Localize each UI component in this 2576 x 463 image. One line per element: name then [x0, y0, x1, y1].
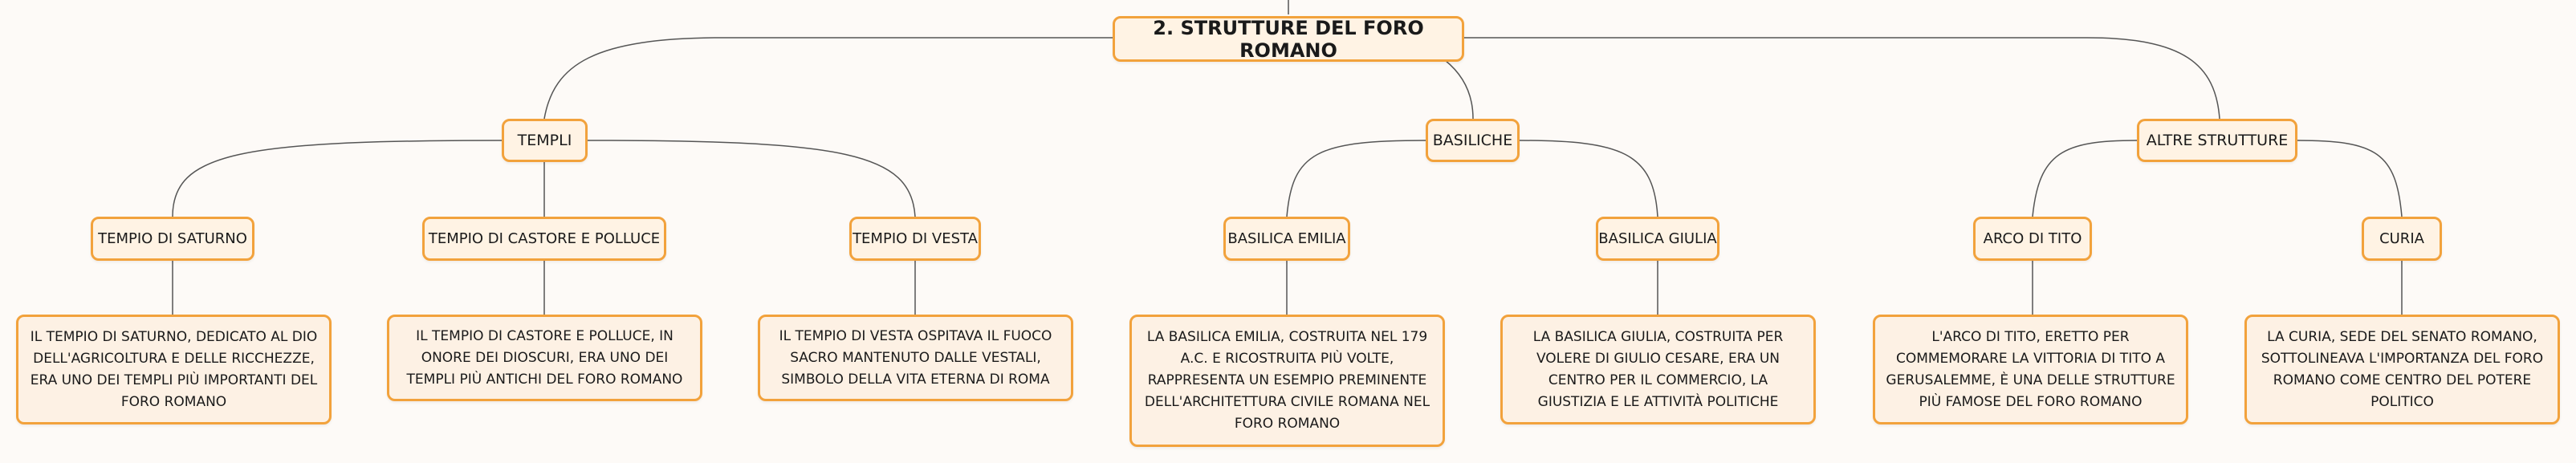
- node-templi[interactable]: TEMPLI: [502, 119, 588, 162]
- desc-arco-di-tito[interactable]: L'ARCO DI TITO, ERETTO PER COMMEMORARE L…: [1873, 315, 2188, 424]
- node-basilica-giulia[interactable]: BASILICA GIULIA: [1596, 217, 1719, 261]
- arco-di-tito-label: ARCO DI TITO: [1983, 230, 2082, 247]
- node-tempio-di-saturno[interactable]: TEMPIO DI SATURNO: [91, 217, 254, 261]
- desc-tempio-di-vesta-text: IL TEMPIO DI VESTA OSPITAVA IL FUOCO SAC…: [779, 327, 1052, 388]
- desc-tempio-di-castore-text: IL TEMPIO DI CASTORE E POLLUCE, IN ONORE…: [406, 327, 683, 388]
- node-arco-di-tito[interactable]: ARCO DI TITO: [1973, 217, 2092, 261]
- root-node[interactable]: 2. STRUTTURE DEL FORO ROMANO: [1113, 16, 1464, 62]
- desc-tempio-di-castore[interactable]: IL TEMPIO DI CASTORE E POLLUCE, IN ONORE…: [387, 315, 702, 401]
- desc-curia-text: LA CURIA, SEDE DEL SENATO ROMANO, SOTTOL…: [2261, 328, 2544, 410]
- desc-arco-di-tito-text: L'ARCO DI TITO, ERETTO PER COMMEMORARE L…: [1886, 328, 2175, 410]
- node-basiliche[interactable]: BASILICHE: [1426, 119, 1520, 162]
- desc-tempio-di-vesta[interactable]: IL TEMPIO DI VESTA OSPITAVA IL FUOCO SAC…: [758, 315, 1073, 401]
- tempio-di-saturno-label: TEMPIO DI SATURNO: [98, 230, 247, 247]
- desc-curia[interactable]: LA CURIA, SEDE DEL SENATO ROMANO, SOTTOL…: [2244, 315, 2560, 424]
- desc-basilica-emilia-text: LA BASILICA EMILIA, COSTRUITA NEL 179 A.…: [1144, 329, 1430, 432]
- tempio-di-castore-label: TEMPIO DI CASTORE E POLLUCE: [428, 230, 661, 247]
- tempio-di-vesta-label: TEMPIO DI VESTA: [853, 230, 978, 247]
- desc-basilica-giulia[interactable]: LA BASILICA GIULIA, COSTRUITA PER VOLERE…: [1500, 315, 1816, 424]
- node-curia[interactable]: CURIA: [2362, 217, 2442, 261]
- altre-strutture-label: ALTRE STRUTTURE: [2146, 132, 2289, 149]
- desc-tempio-di-saturno[interactable]: IL TEMPIO DI SATURNO, DEDICATO AL DIO DE…: [16, 315, 332, 424]
- desc-tempio-di-saturno-text: IL TEMPIO DI SATURNO, DEDICATO AL DIO DE…: [30, 328, 318, 410]
- desc-basilica-emilia[interactable]: LA BASILICA EMILIA, COSTRUITA NEL 179 A.…: [1129, 315, 1445, 447]
- curia-label: CURIA: [2379, 230, 2424, 247]
- node-basilica-emilia[interactable]: BASILICA EMILIA: [1223, 217, 1350, 261]
- basilica-giulia-label: BASILICA GIULIA: [1598, 230, 1717, 247]
- node-altre-strutture[interactable]: ALTRE STRUTTURE: [2137, 119, 2297, 162]
- root-label: 2. STRUTTURE DEL FORO ROMANO: [1153, 16, 1424, 62]
- node-tempio-di-castore-e-polluce[interactable]: TEMPIO DI CASTORE E POLLUCE: [422, 217, 666, 261]
- desc-basilica-giulia-text: LA BASILICA GIULIA, COSTRUITA PER VOLERE…: [1532, 328, 1784, 410]
- basiliche-label: BASILICHE: [1432, 132, 1513, 149]
- templi-label: TEMPLI: [517, 132, 572, 149]
- node-tempio-di-vesta[interactable]: TEMPIO DI VESTA: [849, 217, 981, 261]
- basilica-emilia-label: BASILICA EMILIA: [1227, 230, 1346, 247]
